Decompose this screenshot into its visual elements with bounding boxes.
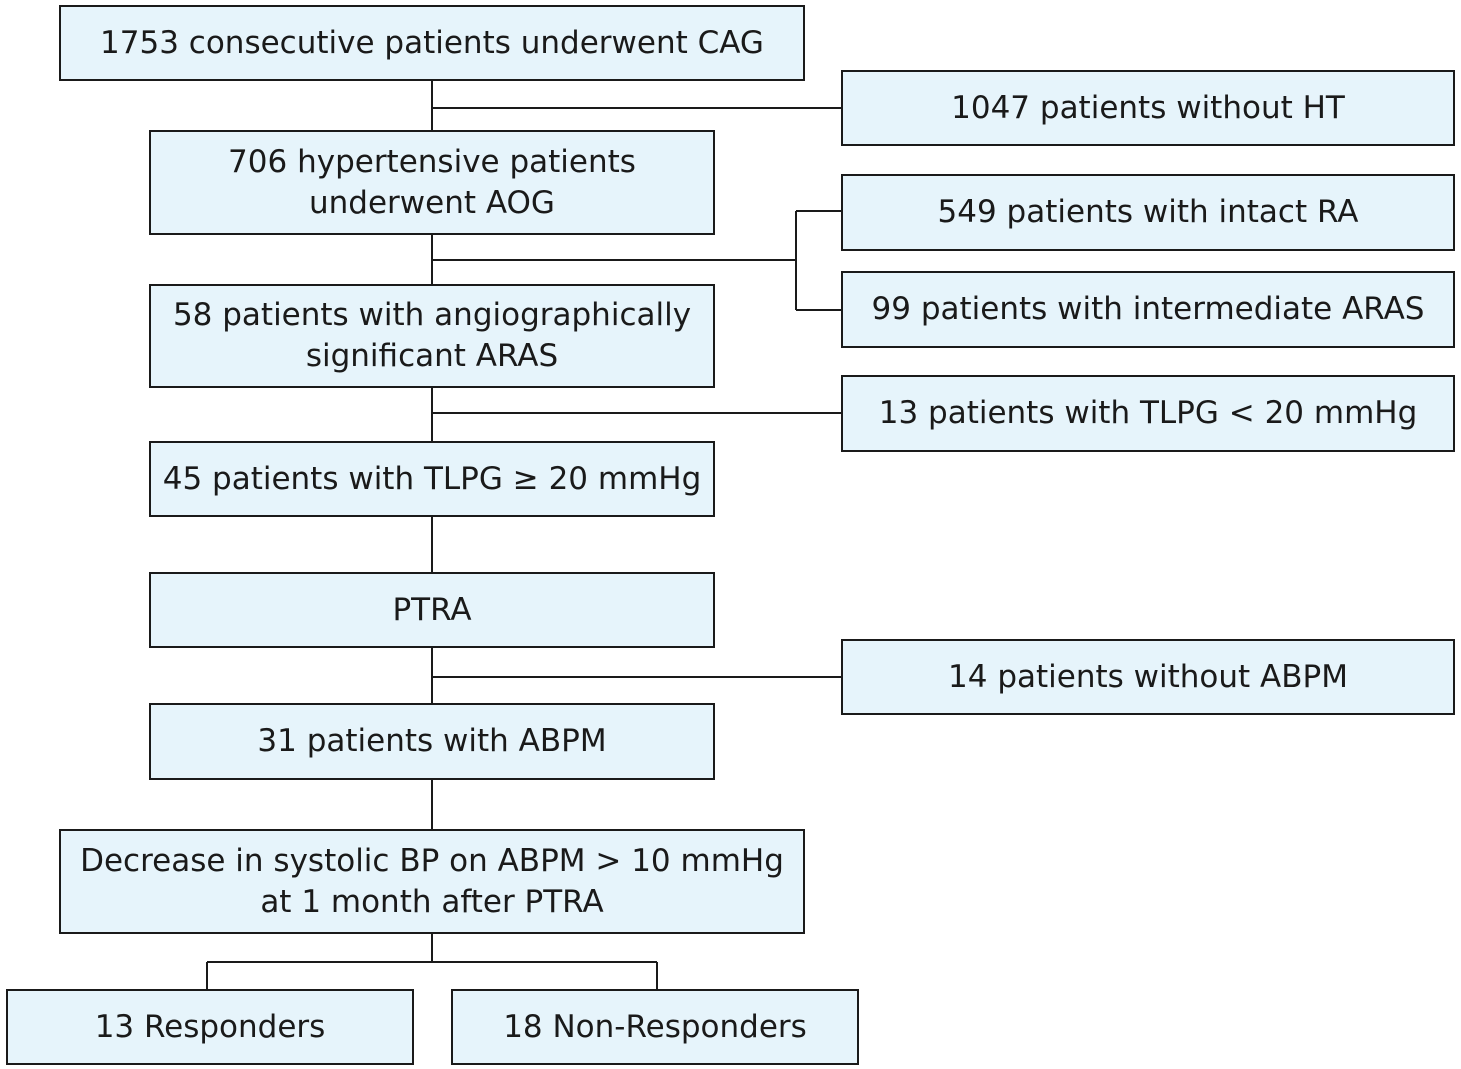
box-decrease-line-2: at 1 month after PTRA xyxy=(260,883,604,920)
box-significant-aras-line-1: 58 patients with angiographically xyxy=(172,297,692,333)
box-non-responders: 18 Non-Responders xyxy=(451,989,859,1065)
box-aog: 706 hypertensive patients underwent AOG xyxy=(149,130,715,235)
box-intact-ra-line-1: 549 patients with intact RA xyxy=(937,194,1359,230)
box-tlpg-high: 45 patients with TLPG ≥ 20 mmHg xyxy=(149,441,715,517)
box-significant-aras-line-2: significant ARAS xyxy=(305,338,559,374)
box-ptra: PTRA xyxy=(149,572,715,648)
box-tlpg-low-line-1: 13 patients with TLPG < 20 mmHg xyxy=(878,395,1418,431)
box-cag: 1753 consecutive patients underwent CAG xyxy=(59,5,805,81)
box-tlpg-low: 13 patients with TLPG < 20 mmHg xyxy=(841,375,1455,452)
box-without-ht-line-1: 1047 patients without HT xyxy=(951,89,1345,126)
box-intermediate-aras: 99 patients with intermediate ARAS xyxy=(841,271,1455,348)
box-intermediate-aras-line-1: 99 patients with intermediate ARAS xyxy=(871,291,1425,327)
box-abpm: 31 patients with ABPM xyxy=(149,703,715,780)
box-decrease: Decrease in systolic BP on ABPM > 10 mmH… xyxy=(59,829,805,934)
box-without-abpm-line-1: 14 patients without ABPM xyxy=(948,658,1348,695)
box-intact-ra: 549 patients with intact RA xyxy=(841,174,1455,251)
box-responders-line-1: 13 Responders xyxy=(94,1008,326,1045)
box-abpm-line-1: 31 patients with ABPM xyxy=(257,723,607,759)
box-significant-aras: 58 patients with angiographically signif… xyxy=(149,284,715,388)
box-non-responders-line-1: 18 Non-Responders xyxy=(503,1008,807,1045)
box-ptra-line-1: PTRA xyxy=(392,591,472,628)
box-aog-line-2: underwent AOG xyxy=(309,184,555,221)
box-responders: 13 Responders xyxy=(6,989,414,1065)
box-aog-line-1: 706 hypertensive patients xyxy=(228,143,636,180)
box-without-ht: 1047 patients without HT xyxy=(841,70,1455,146)
box-decrease-line-1: Decrease in systolic BP on ABPM > 10 mmH… xyxy=(80,842,784,879)
box-cag-line-1: 1753 consecutive patients underwent CAG xyxy=(100,24,764,61)
box-tlpg-high-line-1: 45 patients with TLPG ≥ 20 mmHg xyxy=(162,460,702,497)
box-without-abpm: 14 patients without ABPM xyxy=(841,639,1455,715)
